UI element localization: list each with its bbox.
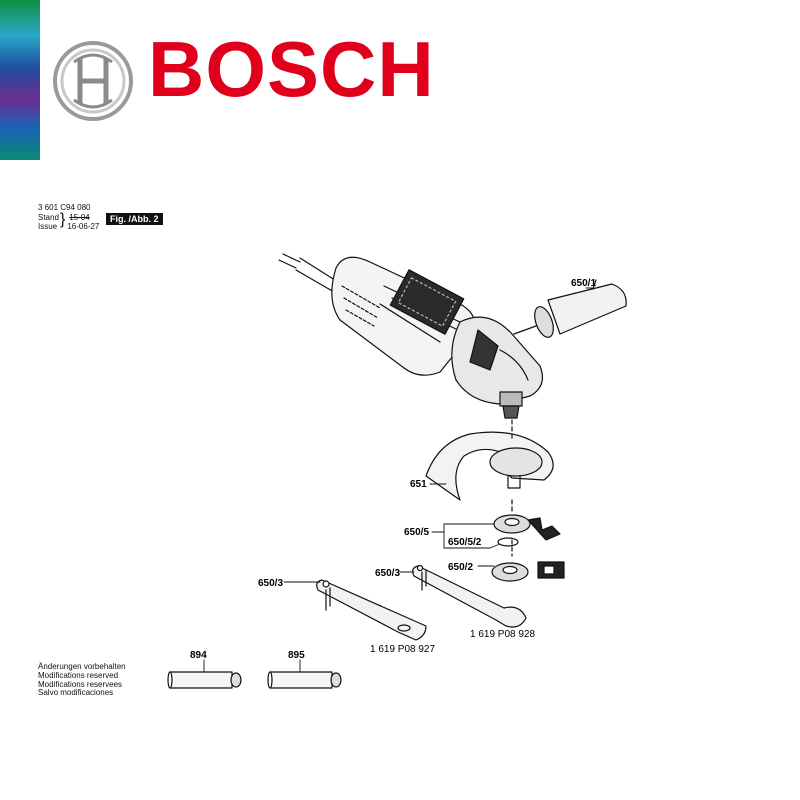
label-650-1: 650/1 xyxy=(571,278,596,289)
nut-650-2 xyxy=(491,561,565,582)
label-650-5: 650/5 xyxy=(404,527,429,538)
note-line: Salvo modificaciones xyxy=(38,688,114,698)
carbon-brush-894 xyxy=(167,671,242,689)
flange-650-5 xyxy=(493,514,561,547)
part-number: 3 601 C94 080 xyxy=(38,203,91,212)
leader-lines xyxy=(203,287,594,673)
angle-grinder-body xyxy=(331,256,476,376)
note-line: Änderungen vorbehalten xyxy=(38,662,126,671)
carbon-brush-895 xyxy=(267,671,342,689)
label-651: 651 xyxy=(410,479,427,490)
issue-label: Issue xyxy=(38,222,58,231)
gear-head xyxy=(451,316,543,419)
label-650-3-right: 650/3 xyxy=(375,568,400,579)
label-895: 895 xyxy=(288,650,305,661)
side-handle xyxy=(513,279,627,338)
modification-notes: Änderungen vorbehalten Modifications res… xyxy=(38,662,126,698)
part-number-927: 1 619 P08 927 xyxy=(370,644,435,655)
spanner-928 xyxy=(412,564,527,628)
spanner-927 xyxy=(316,579,427,641)
brand-color-strip xyxy=(0,0,40,160)
document-header: 3 601 C94 080 Stand 15-04 Issue 16-06-27 xyxy=(38,203,99,232)
bracket-glyph: } xyxy=(60,211,66,228)
power-cable xyxy=(278,253,339,293)
issue-value: 16-06-27 xyxy=(67,222,100,231)
label-650-5-2: 650/5/2 xyxy=(448,537,482,548)
note-line: Modifications reservees xyxy=(38,679,123,689)
stand-value: 15-04 xyxy=(69,212,90,222)
part-number-928: 1 619 P08 928 xyxy=(470,629,535,640)
bosch-armature-logo-icon xyxy=(53,41,133,121)
note-line: Modifications reserved xyxy=(38,670,119,680)
stand-label: Stand xyxy=(38,212,59,222)
wheel-guard xyxy=(425,431,554,501)
label-894: 894 xyxy=(190,650,207,661)
label-650-2: 650/2 xyxy=(448,562,473,573)
brand-wordmark: BOSCH xyxy=(148,25,435,113)
figure-tag: Fig. /Abb. 2 xyxy=(106,213,163,225)
label-650-3-left: 650/3 xyxy=(258,578,283,589)
